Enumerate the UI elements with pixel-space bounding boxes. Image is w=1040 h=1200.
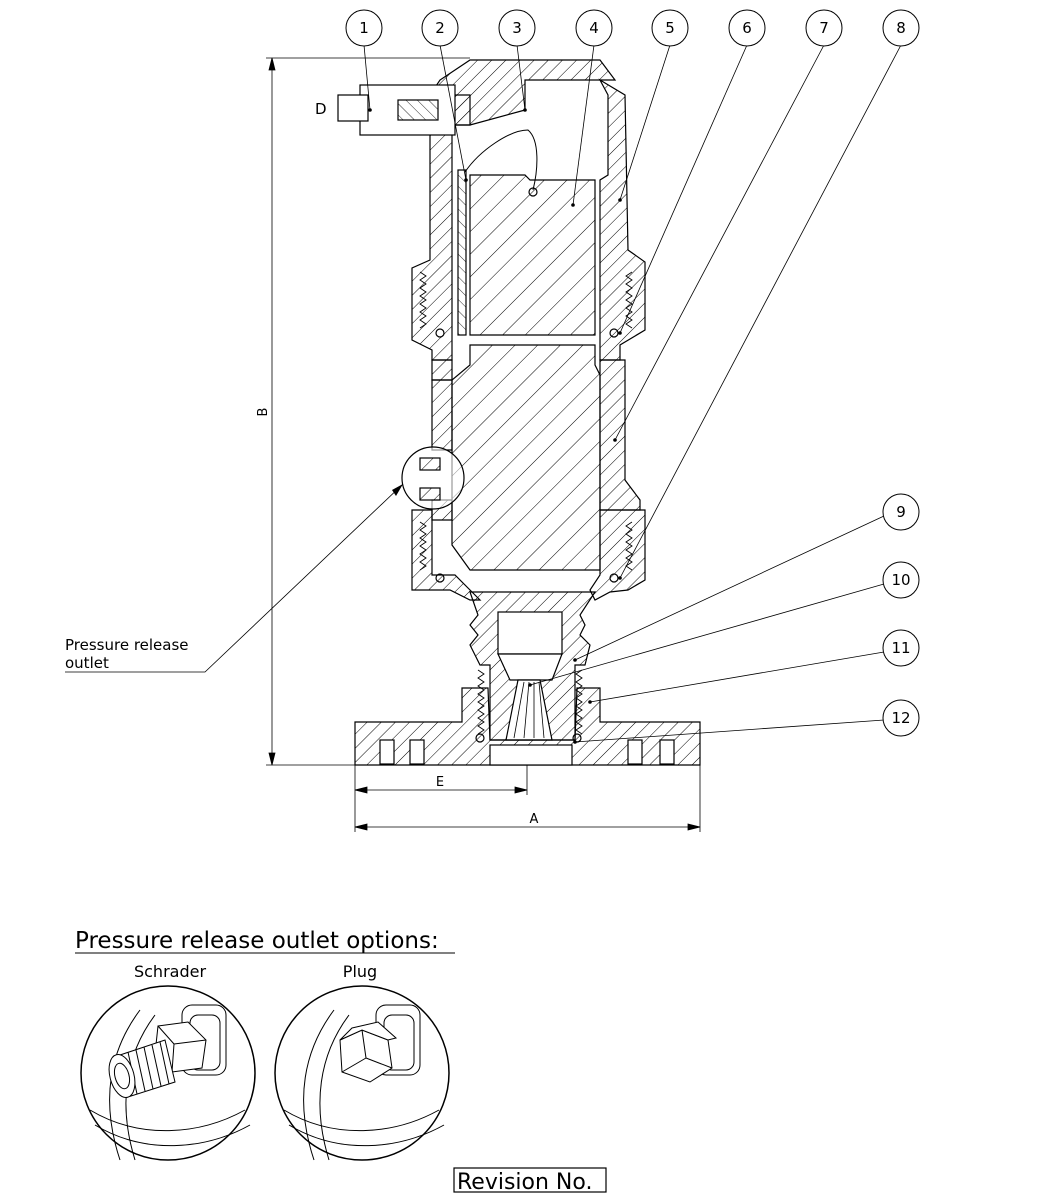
part-balloons: 1 2 3 4 5 6 7 8 9 10 11 12 xyxy=(345,9,920,737)
neck-bore xyxy=(497,611,563,655)
svg-text:7: 7 xyxy=(819,19,829,37)
balloon-9: 9 xyxy=(882,493,920,531)
wire-end xyxy=(528,187,538,197)
balloon-10: 10 xyxy=(882,561,920,599)
dimension-label-b: B xyxy=(256,408,271,417)
leader-lines xyxy=(65,44,902,743)
balloon-3: 3 xyxy=(498,9,536,47)
detail-piece-top xyxy=(419,457,441,471)
middle-right-tube xyxy=(599,359,641,511)
balloon-12: 12 xyxy=(882,699,920,737)
dimension-label-e: E xyxy=(436,775,444,790)
svg-text:2: 2 xyxy=(435,19,445,37)
balloon-5: 5 xyxy=(651,9,689,47)
balloon-4: 4 xyxy=(575,9,613,47)
options-heading: Pressure release outlet options: xyxy=(75,928,439,954)
base-insert xyxy=(489,744,573,766)
svg-text:9: 9 xyxy=(896,503,906,521)
wire-spring xyxy=(464,129,538,191)
callout-pressure-release-line2: outlet xyxy=(65,654,109,672)
svg-text:4: 4 xyxy=(589,19,599,37)
lower-right-shell xyxy=(589,509,646,601)
callout-pressure-release-line1: Pressure release xyxy=(65,636,189,654)
middle-left-wall xyxy=(431,359,453,381)
svg-text:6: 6 xyxy=(742,19,752,37)
plug-detail xyxy=(274,985,450,1161)
revision-label: Revision No. xyxy=(457,1170,592,1195)
neck-cone xyxy=(497,653,563,681)
balloon-1: 1 xyxy=(345,9,383,47)
leader-dots xyxy=(368,108,622,744)
svg-text:3: 3 xyxy=(512,19,522,37)
flange-bolt-holes xyxy=(379,739,675,765)
upper-body-right-wall xyxy=(598,78,646,361)
piston-lower xyxy=(451,344,601,571)
dimension-lines xyxy=(266,57,701,832)
balloon-2: 2 xyxy=(421,9,459,47)
svg-text:5: 5 xyxy=(665,19,675,37)
detail-piece-bottom xyxy=(419,487,441,501)
middle-left-tube xyxy=(431,379,453,451)
valve-cone-ribs xyxy=(513,681,545,739)
svg-text:12: 12 xyxy=(891,709,910,727)
schrader-label: Schrader xyxy=(134,962,206,981)
plug-label: Plug xyxy=(343,962,377,981)
cross-section xyxy=(337,59,701,766)
svg-text:8: 8 xyxy=(896,19,906,37)
balloon-7: 7 xyxy=(805,9,843,47)
threads xyxy=(419,271,633,735)
outlet-valve xyxy=(337,94,369,122)
balloon-11: 11 xyxy=(882,629,920,667)
revision-box xyxy=(453,1167,607,1193)
dimension-label-a: A xyxy=(530,812,539,827)
svg-text:10: 10 xyxy=(891,571,910,589)
detail-circle xyxy=(401,446,465,510)
schrader-detail xyxy=(80,985,256,1161)
svg-text:1: 1 xyxy=(359,19,369,37)
balloon-6: 6 xyxy=(728,9,766,47)
piston xyxy=(469,174,596,336)
schrader-threaded-stem xyxy=(108,1039,176,1098)
svg-text:11: 11 xyxy=(891,639,910,657)
dimension-label-d: D xyxy=(315,100,327,118)
outlet-spring xyxy=(397,99,439,121)
balloon-8: 8 xyxy=(882,9,920,47)
inner-sleeve xyxy=(457,169,467,336)
